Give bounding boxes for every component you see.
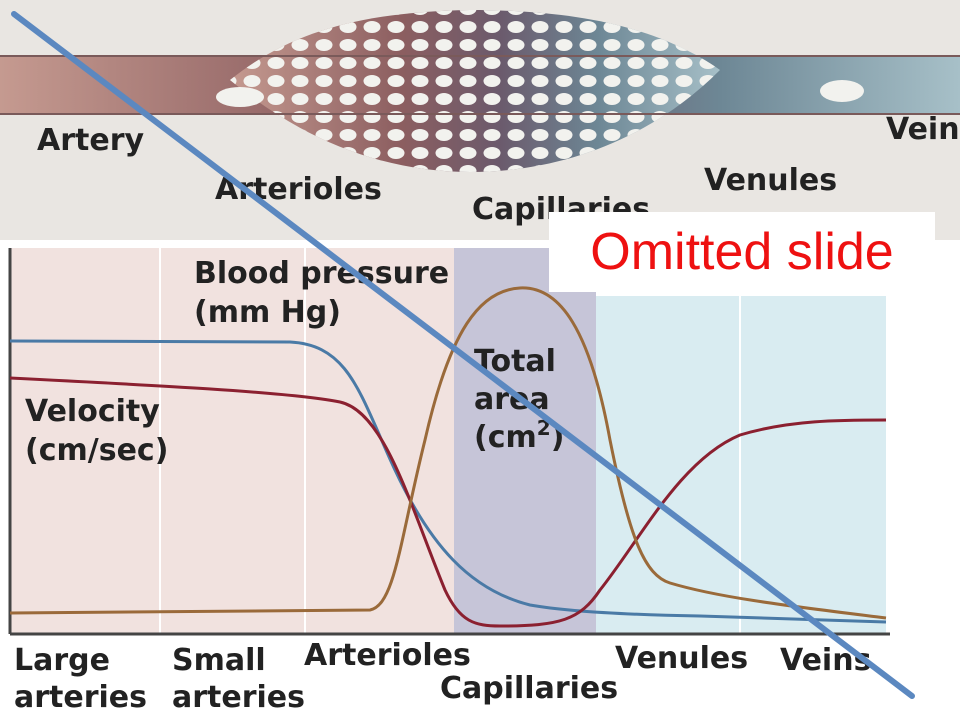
xlabel-small-arteries-line1: Small — [172, 643, 266, 678]
xlabel-arterioles: Arterioles — [304, 638, 471, 673]
xlabel-large-arteries-line1: Large — [14, 643, 110, 678]
label-velocity-unit: (cm/sec) — [25, 433, 168, 468]
label-blood-pressure-unit: (mm Hg) — [194, 295, 341, 330]
xlabel-veins: Veins — [780, 643, 871, 678]
xlabel-large-arteries-line2: arteries — [14, 680, 147, 715]
xlabel-capillaries: Capillaries — [440, 671, 618, 706]
xlabel-venules: Venules — [615, 641, 748, 676]
xlabel-small-arteries-line2: arteries — [172, 680, 305, 715]
label-veins-top: Veins — [886, 112, 960, 147]
label-blood-pressure: Blood pressure — [194, 256, 449, 291]
blood-pressure-curve — [9, 339, 887, 624]
strike-through-line — [11, 11, 915, 699]
label-artery: Artery — [37, 123, 144, 158]
artery-cell — [216, 87, 264, 107]
vein-cell — [820, 80, 864, 102]
label-venules-top: Venules — [704, 163, 837, 198]
omitted-slide-notice: Omitted slide — [549, 212, 935, 292]
label-arterioles-top: Arterioles — [215, 172, 382, 207]
total-area-curve — [9, 286, 887, 620]
label-velocity: Velocity — [25, 394, 160, 429]
velocity-curve — [9, 376, 887, 628]
label-total-area-unit: (cm2) — [474, 416, 564, 455]
omitted-slide-text: Omitted slide — [590, 223, 894, 281]
graph-region-arteries — [10, 248, 454, 634]
